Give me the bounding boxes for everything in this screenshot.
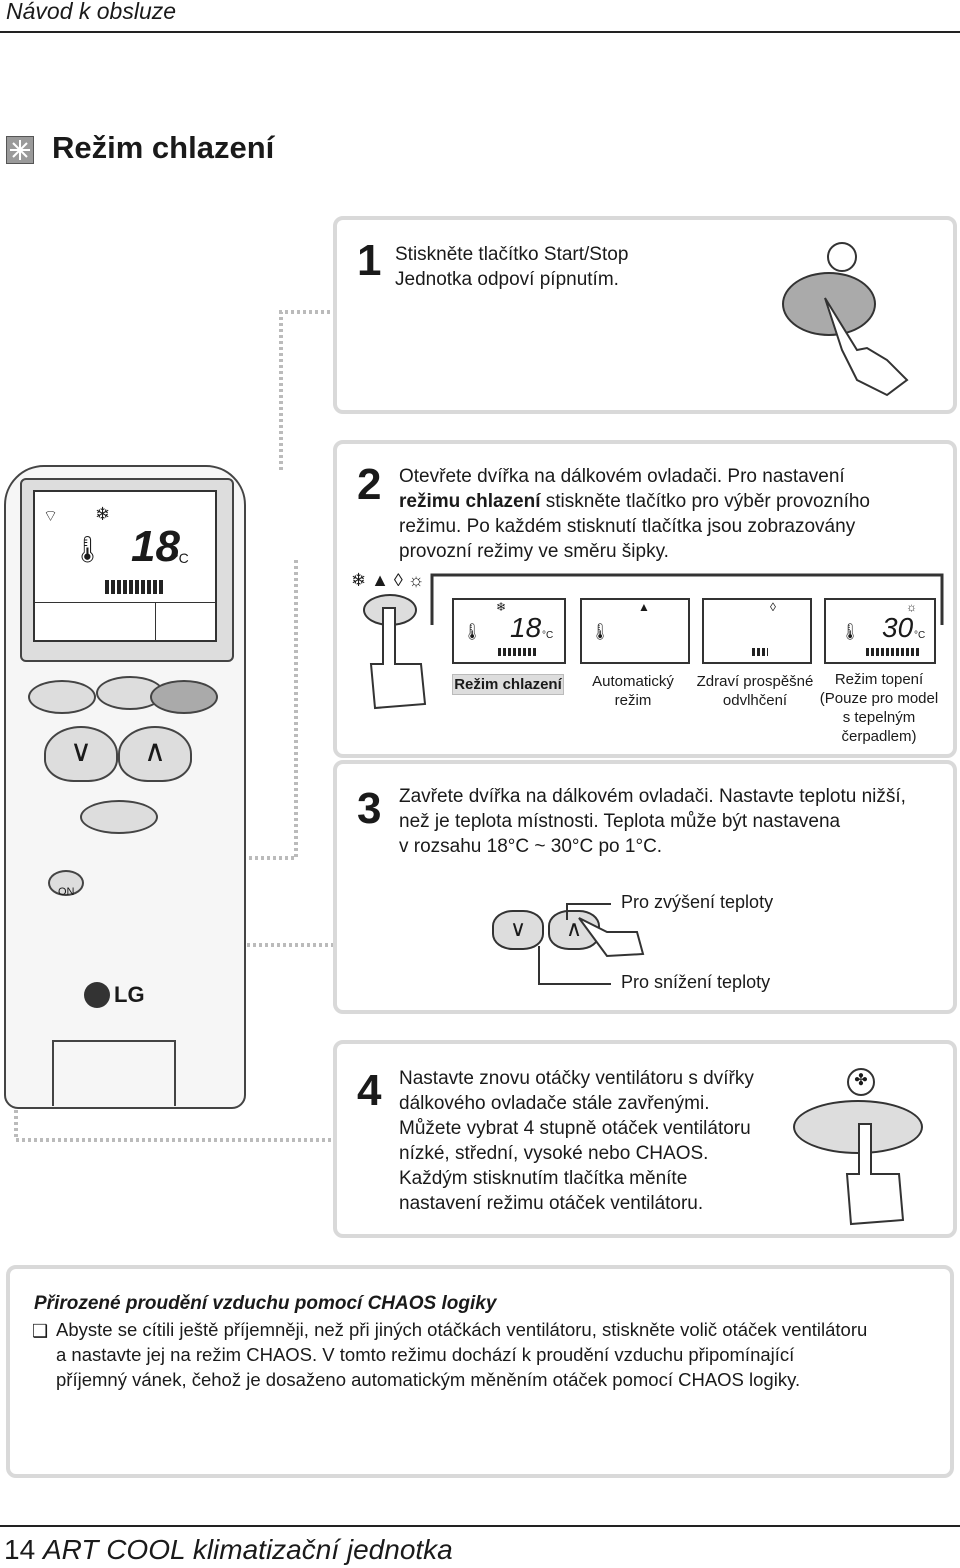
battery-cover bbox=[52, 1040, 176, 1106]
mode-button[interactable] bbox=[48, 870, 84, 896]
pointing-hand-icon bbox=[369, 607, 427, 710]
snowflake-icon bbox=[6, 136, 34, 164]
fan-level-bar bbox=[105, 580, 165, 594]
fan-speed-button[interactable] bbox=[80, 800, 158, 834]
mode-cycle-arrow bbox=[430, 573, 944, 625]
footer: 14 ART COOL klimatizační jednotka bbox=[4, 1534, 453, 1566]
step-3-box: 3 Zavřete dvířka na dálkovém ovladači. N… bbox=[333, 760, 957, 1014]
remote-temp: 18 bbox=[131, 522, 180, 571]
remote-temp-unit: °C bbox=[173, 550, 189, 566]
header-title: Návod k obsluze bbox=[6, 0, 177, 24]
pointing-hand-icon bbox=[824, 297, 909, 397]
note-box: Přirozené proudění vzduchu pomocí CHAOS … bbox=[6, 1265, 954, 1478]
mode-lcd-auto: ▲ 🌡 bbox=[580, 598, 690, 664]
on-label: ON bbox=[58, 886, 75, 898]
page-number: 14 bbox=[4, 1534, 36, 1565]
thermometer-icon: 🌡 bbox=[71, 534, 105, 564]
header-rule bbox=[0, 31, 960, 33]
power-icon bbox=[827, 242, 857, 272]
footer-rule bbox=[0, 1525, 960, 1527]
signal-icon: ⌔ bbox=[43, 508, 59, 525]
snowflake-icon: ❄ bbox=[95, 504, 111, 524]
temp-down-button[interactable]: ∨ bbox=[44, 726, 118, 782]
swing-button[interactable] bbox=[28, 680, 96, 714]
temp-down-label: Pro snížení teploty bbox=[621, 972, 771, 992]
mode-label-cool: Režim chlazení bbox=[452, 674, 564, 695]
step-3-text: Zavřete dvířka na dálkovém ovladači. Nas… bbox=[399, 786, 906, 857]
pointing-hand-icon bbox=[845, 1123, 905, 1226]
callout-lines bbox=[538, 903, 611, 985]
mode-icons: ❄ ▲ ◊ ☼ bbox=[351, 570, 425, 590]
step-2-box: 2 Otevřete dvířka na dálkovém ovladači. … bbox=[333, 440, 957, 758]
mode-lcd-heat: ☼ 🌡 30 °C bbox=[824, 598, 936, 664]
note-text: Abyste se cítili ještě příjemněji, než p… bbox=[56, 1319, 868, 1390]
pointing-hand-icon bbox=[578, 917, 645, 958]
mode-lcd-dry: ◊ bbox=[702, 598, 812, 664]
temp-up-button[interactable]: ∧ bbox=[118, 726, 192, 782]
step-4-text: Nastavte znovu otáčky ventilátoru s dvíř… bbox=[399, 1068, 754, 1214]
step-number: 1 bbox=[357, 236, 382, 285]
step-4-box: 4 Nastavte znovu otáčky ventilátoru s dv… bbox=[333, 1040, 957, 1238]
step-2-text: Otevřete dvířka na dálkovém ovladači. Pr… bbox=[399, 466, 870, 562]
temp-down-button[interactable]: ∨ bbox=[492, 910, 544, 950]
mode-lcd-cool: ❄ 🌡 18 °C bbox=[452, 598, 566, 664]
step-number: 2 bbox=[357, 460, 382, 509]
step-number: 3 bbox=[357, 784, 382, 833]
brand-label: LG bbox=[114, 982, 145, 1007]
step-number: 4 bbox=[357, 1066, 382, 1115]
section-title: Režim chlazení bbox=[52, 130, 275, 165]
power-button[interactable] bbox=[150, 680, 218, 714]
remote-lcd: ⌔ ❄ 🌡 18 °C bbox=[33, 490, 217, 642]
footer-title: ART COOL klimatizační jednotka bbox=[42, 1534, 453, 1565]
lg-logo-icon bbox=[84, 982, 110, 1008]
checkbox-icon: ❑ bbox=[32, 1321, 49, 1341]
temp-up-label: Pro zvýšení teploty bbox=[621, 892, 774, 912]
note-title: Přirozené proudění vzduchu pomocí CHAOS … bbox=[34, 1293, 497, 1314]
fan-icon: ✤ bbox=[847, 1068, 875, 1096]
